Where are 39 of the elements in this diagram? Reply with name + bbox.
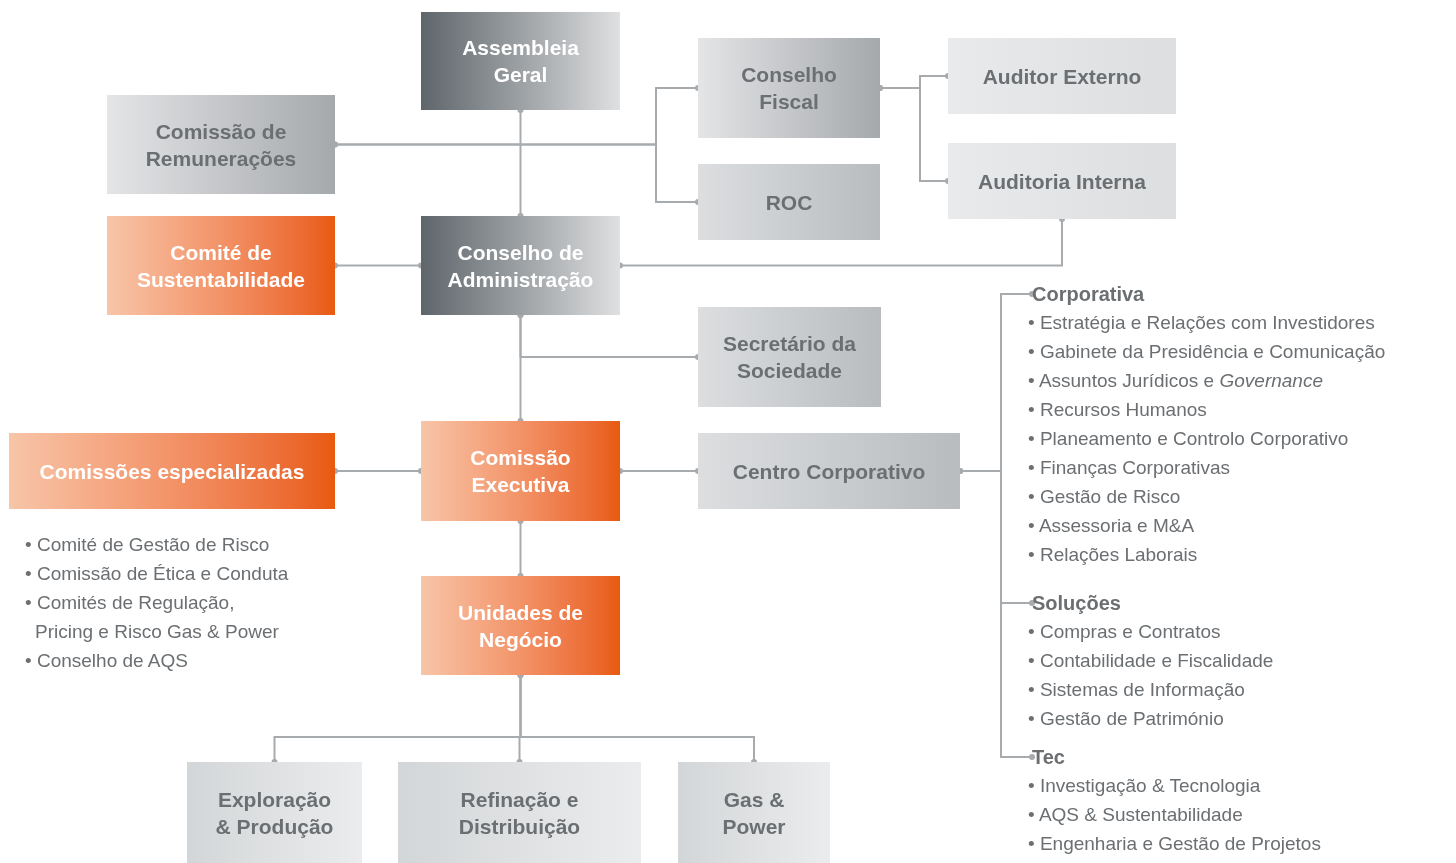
org-box: Secretário da Sociedade [698,307,881,407]
list-item: • Recursos Humanos [1028,398,1208,422]
list-item: • Engenharia e Gestão de Projetos [1028,832,1322,856]
list-item: • Gestão de Risco [1028,485,1182,509]
org-box: Auditoria Interna [948,143,1176,219]
list-item: • Assessoria e M&A [1028,514,1196,538]
org-box: Conselho de Administração [421,216,620,315]
org-box: Exploração & Produção [187,762,362,863]
list-item: • AQS & Sustentabilidade [1028,803,1244,827]
org-box: Comissões especializadas [9,433,335,509]
org-box: Assembleia Geral [421,12,620,110]
group-heading: Tec [1032,743,1222,771]
list-item: • Planeamento e Controlo Corporativo [1028,427,1350,451]
list-item: • Relações Laborais [1028,543,1199,567]
org-box: Comissão Executiva [421,421,620,521]
list-item: • Sistemas de Informação [1028,678,1246,702]
group-heading: Corporativa [1032,280,1222,308]
list-item: • Conselho de AQS [25,649,189,673]
list-item: • Finanças Corporativas [1028,456,1231,480]
list-item: • Comissão de Ética e Conduta [25,562,290,586]
org-box: Conselho Fiscal [698,38,880,138]
list-item: • Comités de Regulação, Pricing e Risco Gas & Power [25,591,280,644]
org-box: Comissão de Remunerações [107,95,335,194]
org-box: Gas & Power [678,762,830,863]
list-item: • Gestão de Património [1028,707,1225,731]
org-box: Auditor Externo [948,38,1176,114]
list-item: • Comité de Gestão de Risco [25,533,271,557]
list-item: • Gabinete da Presidência e Comunicação [1028,340,1387,364]
list-item: • Investigação & Tecnologia [1028,774,1262,798]
list-item: • Assuntos Jurídicos e Governance [1028,369,1324,393]
org-box: Refinação e Distribuição [398,762,641,863]
org-box: Unidades de Negócio [421,576,620,675]
org-box: Centro Corporativo [698,433,960,509]
list-item: • Estratégia e Relações com Investidores [1028,311,1376,335]
list-item: • Compras e Contratos [1028,620,1222,644]
org-box: ROC [698,164,880,240]
group-heading: Soluções [1032,589,1222,617]
org-box: Comité de Sustentabilidade [107,216,335,315]
list-item: • Contabilidade e Fiscalidade [1028,649,1275,673]
